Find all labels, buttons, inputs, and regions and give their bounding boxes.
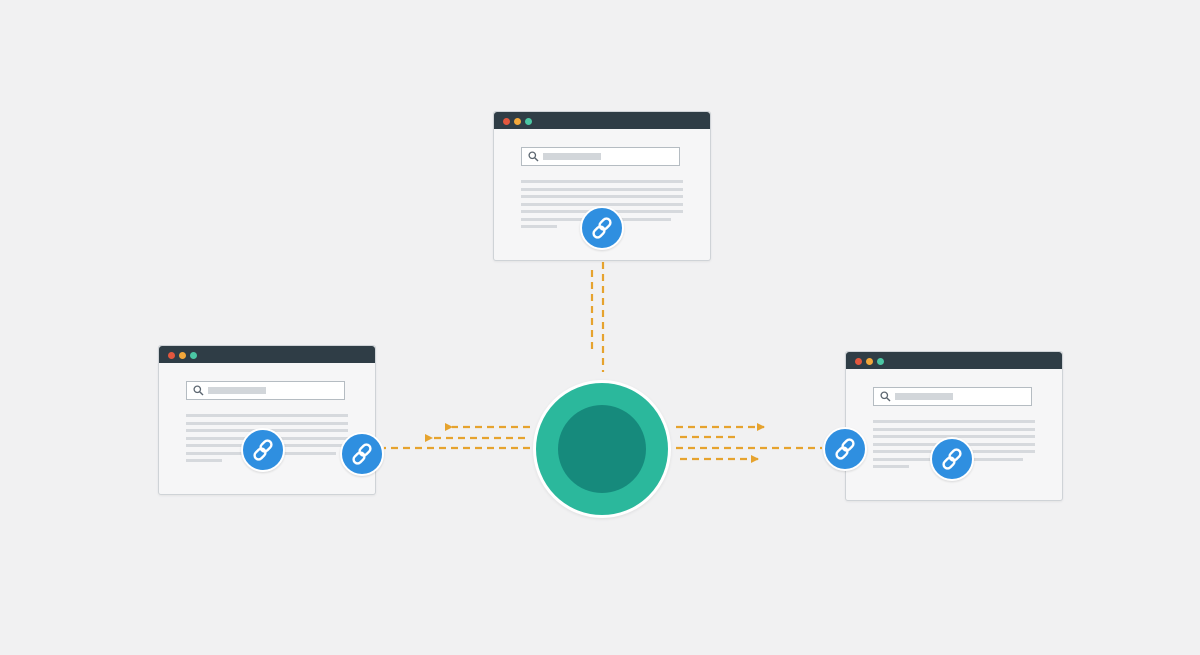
search-icon: [528, 151, 539, 162]
content-line: [186, 459, 222, 462]
link-icon: [352, 443, 372, 465]
link-icon: [592, 217, 612, 239]
content-line: [873, 465, 909, 468]
search-bar: [186, 381, 345, 400]
search-icon: [880, 391, 891, 402]
content-line: [521, 180, 683, 183]
close-dot-icon: [503, 117, 510, 125]
search-bar: [873, 387, 1032, 406]
hub-core: [558, 405, 646, 493]
window-titlebar: [159, 346, 375, 363]
link-badge: [241, 428, 285, 472]
maximize-dot-icon: [190, 351, 197, 359]
minimize-dot-icon: [179, 351, 186, 359]
content-line: [186, 421, 348, 425]
window-titlebar: [494, 112, 710, 129]
content-line: [873, 435, 1035, 438]
link-badge: [930, 437, 974, 481]
search-placeholder-bar: [543, 153, 601, 160]
content-line: [873, 420, 1035, 423]
close-dot-icon: [168, 351, 175, 359]
browser-window-top: [493, 111, 711, 261]
browser-window-right: [823, 351, 1063, 501]
window-titlebar: [846, 352, 1062, 369]
link-badge: [580, 206, 624, 250]
content-line: [521, 225, 557, 228]
link-icon: [942, 448, 962, 470]
minimize-dot-icon: [866, 357, 873, 365]
content-line: [186, 414, 348, 417]
maximize-dot-icon: [525, 117, 532, 125]
search-icon: [193, 385, 204, 396]
search-placeholder-bar: [208, 387, 266, 394]
search-bar: [521, 147, 680, 166]
content-line: [521, 187, 683, 191]
minimize-dot-icon: [514, 117, 521, 125]
maximize-dot-icon: [877, 357, 884, 365]
search-placeholder-bar: [895, 393, 953, 400]
content-line: [521, 195, 683, 198]
link-badge-edge: [823, 427, 867, 471]
content-line: [873, 427, 1035, 431]
content-line: [521, 202, 683, 206]
hub-circle: [533, 380, 671, 518]
link-icon: [835, 438, 855, 460]
browser-window-left: [158, 345, 384, 495]
close-dot-icon: [855, 357, 862, 365]
link-icon: [253, 439, 273, 461]
link-badge-edge: [340, 432, 384, 476]
